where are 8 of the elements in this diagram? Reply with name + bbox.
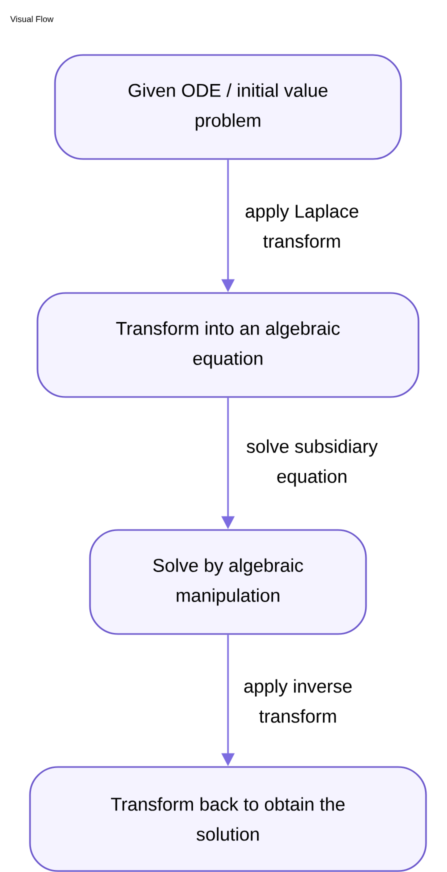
- process-box: Solve by algebraic manipulation: [89, 529, 367, 635]
- edge-label: apply Laplace transform: [246, 204, 358, 248]
- edge-label: solve subsidiary equation: [246, 439, 378, 487]
- process-box: Transform back to obtain the solution: [29, 766, 427, 872]
- process-box: Transform into an algebraic equation: [36, 292, 420, 398]
- edge-label: apply inverse transform: [244, 679, 352, 723]
- process-box: Given ODE / initial value problem: [54, 54, 402, 160]
- title: Visual Flow: [10, 16, 54, 22]
